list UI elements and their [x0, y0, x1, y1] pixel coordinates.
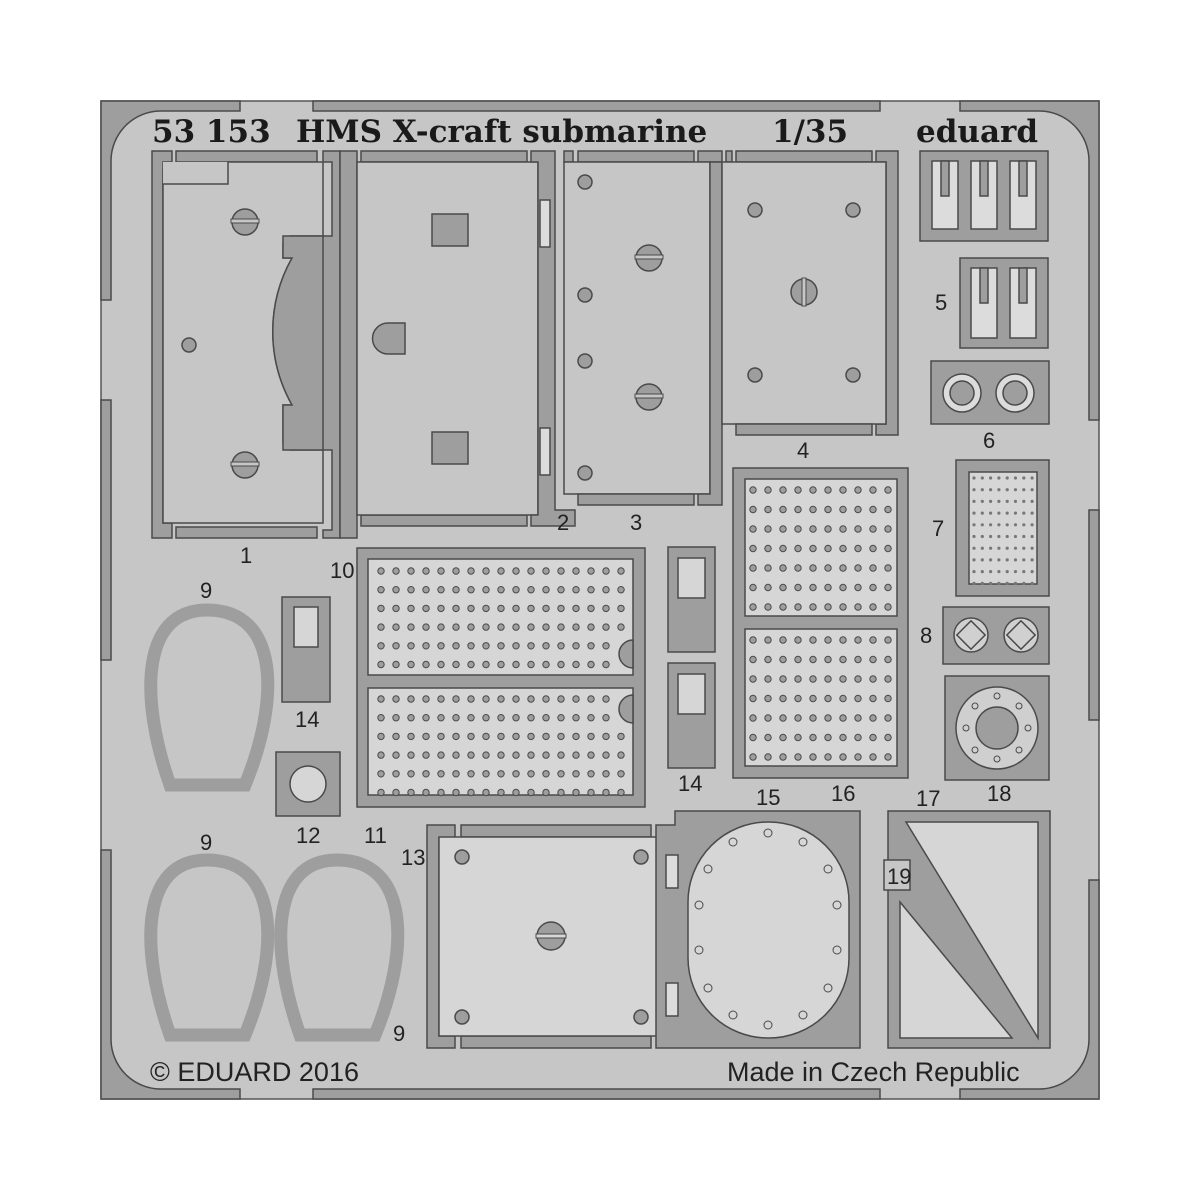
kit-title: HMS X-craft submarine	[296, 114, 708, 150]
part-label: 1	[240, 543, 253, 568]
part-label: 14	[678, 771, 703, 796]
part-18	[944, 675, 1050, 781]
part-5	[919, 150, 1049, 349]
part-4	[721, 150, 899, 436]
part-label: 14	[295, 707, 320, 732]
part-9	[144, 603, 405, 1042]
part-label: 7	[932, 516, 945, 541]
part-12	[275, 751, 341, 817]
part-label: 2	[557, 510, 570, 535]
hinge-tabs	[539, 199, 551, 476]
part-13	[426, 824, 666, 1049]
part-label: 4	[797, 438, 810, 463]
part-3	[563, 150, 723, 506]
part-15	[655, 810, 861, 1049]
part-label: 15	[756, 785, 781, 810]
perforation-dots	[972, 476, 1034, 585]
part-17-19	[883, 810, 1051, 1049]
part-label: 19	[887, 864, 912, 889]
part-16	[732, 467, 909, 779]
copyright-text: © EDUARD 2016	[150, 1057, 359, 1087]
perforation-dots	[749, 486, 892, 761]
part-label: 5	[935, 290, 948, 315]
origin-text: Made in Czech Republic	[727, 1057, 1020, 1087]
perforation-dots	[377, 567, 625, 797]
part-label: 16	[831, 781, 856, 806]
part-label: 12	[296, 823, 321, 848]
part-label: 9	[200, 830, 213, 855]
part-label: 10	[330, 558, 355, 583]
scale-label: 1/35	[772, 114, 849, 150]
part-6	[930, 360, 1050, 425]
part-10-11	[356, 547, 646, 808]
part-label: 18	[987, 781, 1012, 806]
part-label: 6	[983, 428, 996, 453]
catalog-number: 53 153	[152, 114, 271, 150]
part-7	[955, 459, 1050, 597]
brand-logo: eduard	[916, 114, 1039, 150]
part-label: 8	[920, 623, 933, 648]
part-label: 9	[393, 1021, 406, 1046]
part-2	[339, 150, 576, 539]
part-8	[942, 606, 1050, 665]
outer-frame	[100, 100, 1100, 1100]
part-1	[151, 150, 341, 539]
part-label: 3	[630, 510, 643, 535]
bolt-ring	[694, 828, 842, 1030]
part-label: 13	[401, 845, 426, 870]
part-14	[281, 546, 716, 769]
part-label: 9	[200, 578, 213, 603]
part-label: 11	[364, 823, 387, 848]
part-label: 17	[916, 786, 941, 811]
